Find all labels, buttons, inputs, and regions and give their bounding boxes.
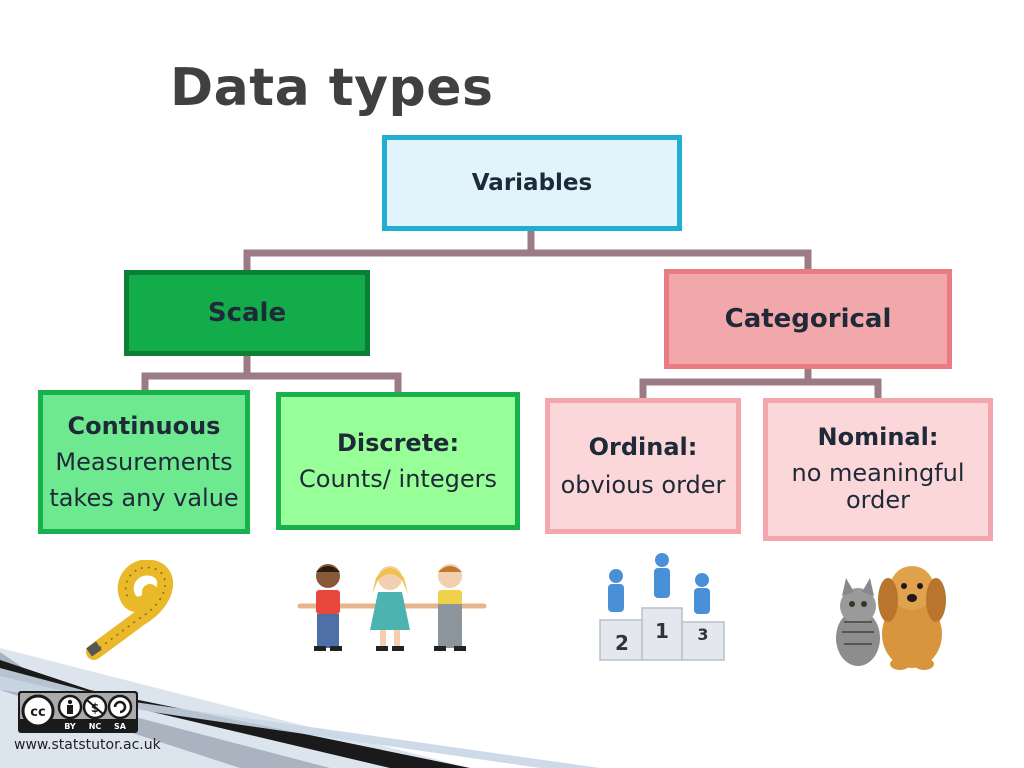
creative-commons-badge: cc $ BY NC SA bbox=[18, 691, 138, 733]
node-nominal-heading: Nominal: bbox=[817, 423, 939, 452]
license-nc: NC bbox=[89, 722, 102, 731]
podium-third-label: 3 bbox=[697, 625, 708, 644]
node-scale: Scale bbox=[124, 270, 370, 356]
tape-measure-icon bbox=[86, 560, 174, 660]
footer-url: www.statstutor.ac.uk bbox=[14, 737, 161, 753]
node-ordinal-text: obvious order bbox=[560, 471, 726, 499]
node-ordinal: Ordinal: obvious order bbox=[545, 398, 741, 534]
license-by: BY bbox=[64, 722, 76, 731]
license-sa: SA bbox=[114, 722, 127, 731]
node-continuous-line2: takes any value bbox=[49, 484, 239, 512]
svg-text:cc: cc bbox=[30, 705, 45, 720]
node-discrete-heading: Discrete: bbox=[336, 429, 460, 457]
node-nominal: Nominal: no meaningful order bbox=[763, 398, 993, 541]
children-icon bbox=[297, 564, 487, 651]
node-scale-label: Scale bbox=[207, 298, 287, 328]
node-nominal-text: no meaningful order bbox=[791, 458, 965, 515]
node-discrete: Discrete: Counts/ integers bbox=[276, 392, 520, 530]
podium-icon: 1 2 3 bbox=[599, 553, 725, 661]
node-discrete-text: Counts/ integers bbox=[299, 465, 497, 493]
podium-first-label: 1 bbox=[655, 619, 669, 643]
podium-second-label: 2 bbox=[615, 631, 629, 655]
node-categorical-label: Categorical bbox=[724, 304, 892, 334]
node-continuous-heading: Continuous bbox=[67, 412, 221, 440]
node-variables-label: Variables bbox=[471, 170, 593, 196]
node-variables: Variables bbox=[382, 135, 682, 231]
node-continuous: Continuous Measurements takes any value bbox=[38, 390, 250, 534]
node-ordinal-heading: Ordinal: bbox=[588, 432, 698, 461]
node-categorical: Categorical bbox=[664, 269, 952, 369]
node-continuous-line1: Measurements bbox=[55, 448, 233, 476]
cat-and-dog-icon bbox=[836, 566, 946, 670]
page-title: Data types bbox=[170, 58, 494, 118]
